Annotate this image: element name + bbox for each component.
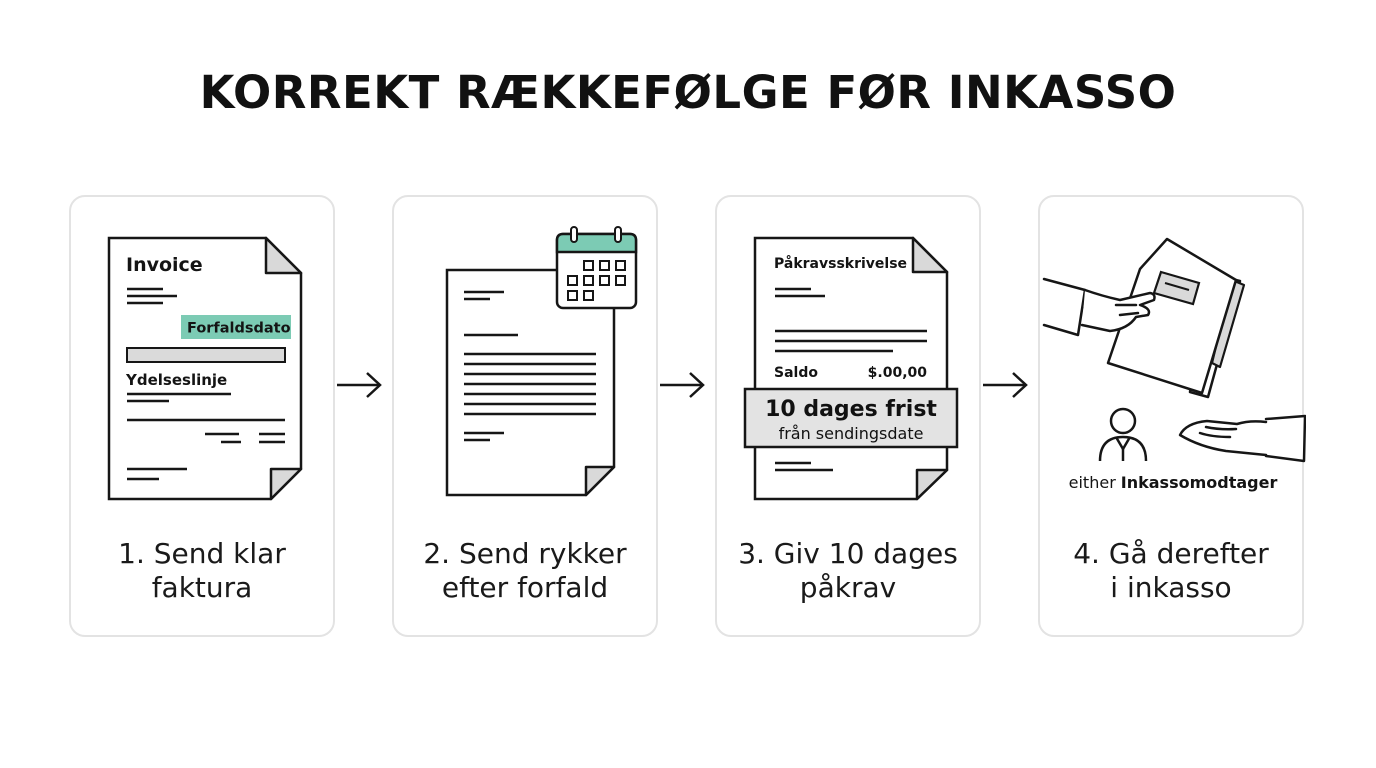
invoice-title: Invoice — [126, 254, 203, 276]
balance-label: Saldo — [774, 365, 818, 381]
page-title: KORREKT RÆKKEFØLGE FØR INKASSO — [199, 66, 1177, 119]
invoice-document-icon: Invoice Forfaldsdato Ydelseslinje — [107, 236, 303, 501]
recipient-prefix: either — [1069, 473, 1117, 492]
arrow-right-icon — [337, 372, 382, 398]
payment-demand-document-icon: Påkravsskrivelse Saldo $.00,00 10 dages … — [743, 236, 959, 501]
deadline-sub: från sendingsdate — [779, 424, 924, 443]
step-4-caption: 4. Gå derefter i inkasso — [1040, 537, 1302, 605]
case-folder-icon — [1106, 237, 1246, 399]
step-3-caption-line2: påkrav — [799, 571, 897, 604]
arrow-right-icon — [983, 372, 1028, 398]
step-card-1: Invoice Forfaldsdato Ydelseslinje 1. Sen… — [69, 195, 335, 637]
deadline-banner — [743, 387, 959, 449]
person-icon — [1098, 407, 1148, 462]
step-2-caption: 2. Send rykker efter forfald — [394, 537, 656, 605]
due-date-highlight — [181, 315, 291, 339]
step-2-caption-line2: efter forfald — [441, 571, 609, 604]
step-4-caption-line2: i inkasso — [1110, 571, 1232, 604]
hand-receiving-icon — [1178, 414, 1306, 463]
step-1-caption: 1. Send klar faktura — [71, 537, 333, 605]
line-item-label: Ydelseslinje — [125, 371, 227, 389]
deadline-main: 10 dages frist — [765, 397, 937, 422]
step-1-caption-line2: faktura — [151, 571, 253, 604]
step-card-2: 2. Send rykker efter forfald — [392, 195, 658, 637]
balance-value: $.00,00 — [868, 365, 928, 381]
calendar-icon — [555, 226, 638, 310]
hand-giving-icon — [1042, 277, 1156, 337]
recipient-name: Inkassomodtager — [1121, 473, 1278, 492]
demand-letter-title: Påkravsskrivelse — [774, 255, 907, 272]
step-3-caption: 3. Giv 10 dages påkrav — [717, 537, 979, 605]
due-date-label: Forfaldsdato — [187, 321, 291, 337]
step-3-caption-line1: 3. Giv 10 dages — [738, 537, 958, 570]
step-2-caption-line1: 2. Send rykker — [423, 537, 627, 570]
step-1-caption-line1: 1. Send klar — [118, 537, 286, 570]
step-card-3: Påkravsskrivelse Saldo $.00,00 10 dages … — [715, 195, 981, 637]
step-4-caption-line1: 4. Gå derefter — [1073, 537, 1269, 570]
arrow-right-icon — [660, 372, 705, 398]
reminder-letter-icon — [445, 226, 638, 497]
